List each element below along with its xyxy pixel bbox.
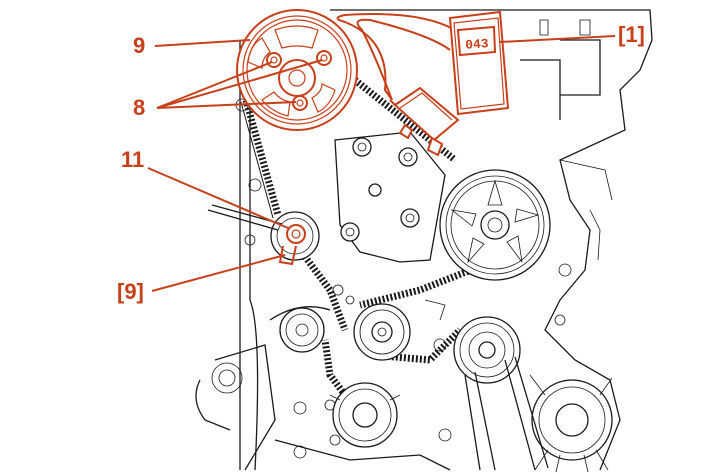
injection-pump-pulley (439, 169, 551, 281)
engine-block (195, 9, 653, 471)
belt-tension-sensor (389, 86, 460, 157)
camshaft-sprocket-bolts (266, 50, 332, 111)
callout-tool-9: [9] (117, 279, 144, 304)
callout-8: 8 (133, 95, 146, 120)
sensor-cable (336, 13, 456, 101)
lower-idler-roller (353, 303, 411, 361)
callout-9: 9 (133, 33, 146, 58)
oil-pump-gear (279, 307, 325, 353)
pump-bracket (334, 131, 446, 263)
callout-leaders (147, 35, 616, 292)
engine-lower-cover (274, 284, 451, 471)
alternator-pulley (529, 374, 613, 473)
meter-display-reading: 043 (465, 36, 490, 53)
crankshaft-sprocket (329, 382, 401, 448)
water-pump-pulley (453, 316, 521, 384)
callout-tool-1: [1] (618, 22, 645, 47)
camshaft-sprocket (236, 9, 358, 131)
callout-11: 11 (121, 147, 145, 172)
tension-meter-device (448, 10, 510, 116)
accessory-belt (464, 356, 549, 471)
